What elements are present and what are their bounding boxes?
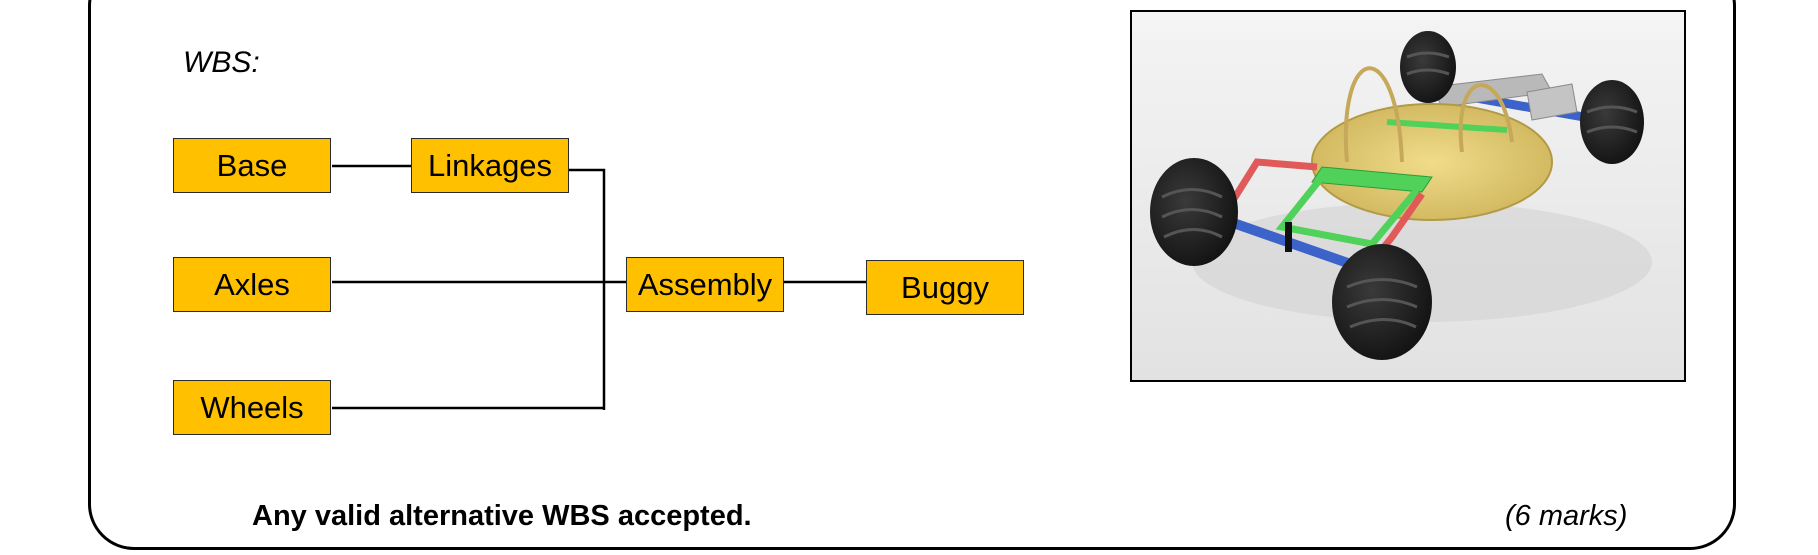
wbs-heading: WBS:: [183, 46, 260, 79]
buggy-render-icon: [1132, 12, 1684, 380]
wbs-node-assembly: Assembly: [626, 257, 784, 312]
wbs-node-base: Base: [173, 138, 331, 193]
wbs-node-buggy: Buggy: [866, 260, 1024, 315]
answer-frame: [88, 0, 1736, 550]
wbs-node-linkages: Linkages: [411, 138, 569, 193]
wbs-node-wheels: Wheels: [173, 380, 331, 435]
buggy-render-image: [1130, 10, 1686, 382]
wheel-icon: [1150, 31, 1644, 360]
wbs-node-axles: Axles: [173, 257, 331, 312]
marks-label: (6 marks): [1505, 500, 1628, 532]
alternative-wbs-note: Any valid alternative WBS accepted.: [252, 500, 752, 532]
